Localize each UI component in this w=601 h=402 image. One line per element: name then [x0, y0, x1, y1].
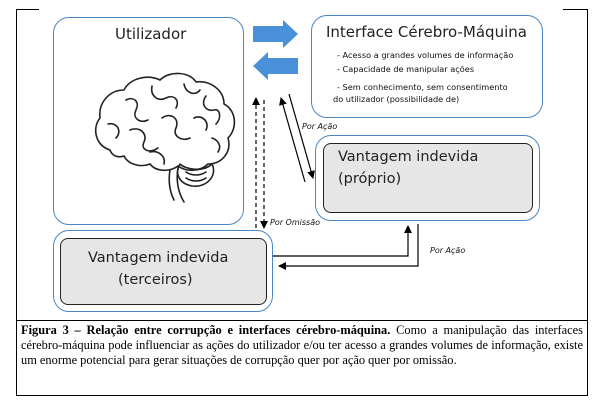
frame-top-left-line [16, 9, 39, 10]
bci-bullet: - Capacidade de manipular ações [337, 64, 475, 74]
frame-top-right-line [563, 9, 588, 10]
label-by-action-1: Por Ação [302, 122, 338, 131]
blue-arrow-left-icon [253, 52, 298, 80]
bci-box-bullets: - Acesso a grandes volumes de informação… [333, 49, 514, 105]
frame-left-line [16, 9, 17, 320]
label-by-action-2: Por Ação [430, 246, 466, 255]
own-advantage-line2: (próprio) [338, 171, 402, 187]
user-box-title: Utilizador [115, 25, 187, 43]
figure-caption-title: Figura 3 – Relação entre corrupção e int… [21, 323, 391, 337]
bci-bullet: - Acesso a grandes volumes de informação [337, 50, 514, 60]
third-advantage-line1: Vantagem indevida [88, 250, 229, 266]
user-box [53, 17, 244, 225]
arrow-user-to-own-advantage [288, 93, 315, 179]
brain-icon [94, 72, 236, 203]
figure-caption-text: Como a manipulação das interfaces cérebr… [21, 323, 583, 367]
arrow-own-to-third-advantage [278, 224, 419, 270]
label-by-omission: Por Omissão [270, 218, 320, 227]
own-advantage-box [323, 143, 533, 213]
arrow-third-to-own-advantage [273, 225, 412, 257]
arrow-own-advantage-to-user [279, 97, 306, 183]
third-advantage-box [60, 238, 267, 305]
bci-bullet: do utilizador (possibilidade de) [333, 94, 460, 104]
figure-caption: Figura 3 – Relação entre corrupção e int… [16, 320, 588, 396]
bci-box-title: Interface Cérebro-Máquina [326, 23, 527, 41]
frame-right-line [587, 9, 588, 320]
bci-bullet: - Sem conhecimento, sem consentimento [337, 82, 508, 92]
bci-box [311, 15, 543, 118]
own-advantage-line1: Vantagem indevida [338, 149, 479, 165]
third-advantage-line2: (terceiros) [118, 272, 193, 288]
blue-arrow-right-icon [253, 20, 298, 48]
